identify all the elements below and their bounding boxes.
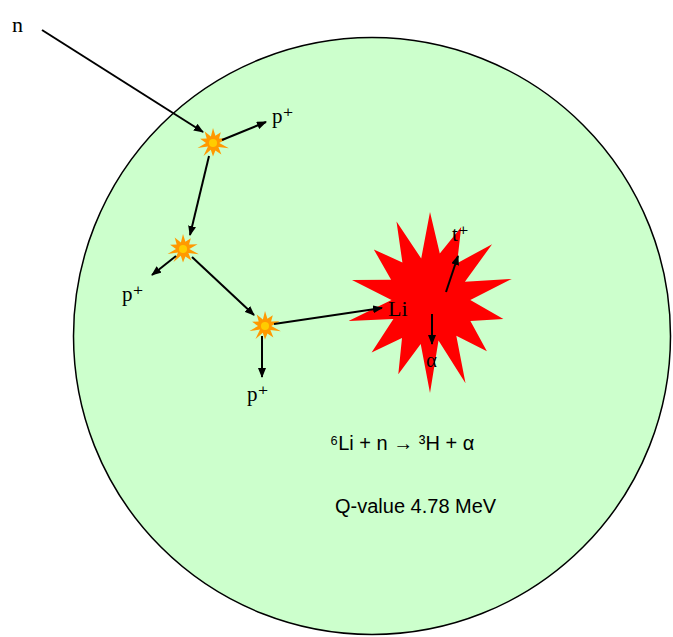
proton-label: p⁺ bbox=[247, 382, 269, 406]
neutron-label: n bbox=[12, 12, 23, 37]
alpha-track bbox=[431, 314, 433, 344]
proton-label: p⁺ bbox=[122, 282, 144, 306]
spark-core bbox=[261, 322, 269, 330]
alpha-label: α bbox=[426, 348, 437, 372]
reaction-equation: ⁶Li + n → ³H + α bbox=[330, 432, 474, 455]
q-value-note: Q-value 4.78 MeV bbox=[335, 495, 496, 518]
spark-core bbox=[209, 139, 217, 147]
spark-core bbox=[179, 245, 187, 253]
neutron-track bbox=[42, 30, 203, 132]
proton-label: p⁺ bbox=[272, 104, 294, 128]
nucleus-label: Li bbox=[388, 296, 408, 321]
detector-circle: ⁶Li + n → ³H + α Q-value 4.78 MeV Li bbox=[72, 36, 672, 636]
detector-volume bbox=[72, 36, 672, 636]
proton-track bbox=[261, 336, 263, 377]
triton-label: t⁺ bbox=[452, 222, 469, 246]
